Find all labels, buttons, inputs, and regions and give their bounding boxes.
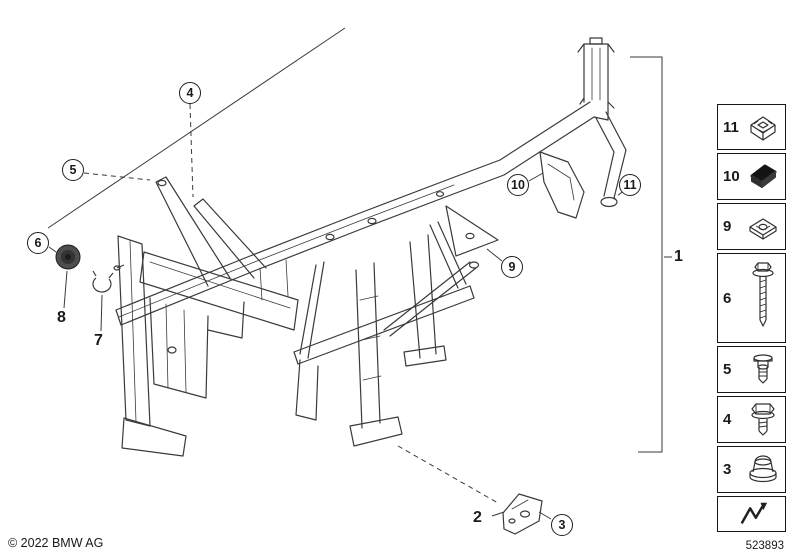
callout-6[interactable]: 6: [27, 232, 49, 254]
diagram-number: 523893: [745, 540, 784, 552]
legend-number: 10: [723, 168, 740, 185]
legend-number: 5: [723, 361, 732, 378]
legend-item-9[interactable]: 9: [717, 203, 786, 250]
legend-number: 3: [723, 461, 732, 478]
cage-nut-icon: [743, 107, 783, 147]
flange-screw-icon: [743, 258, 783, 338]
legend-number: 11: [723, 118, 739, 136]
legend-number: 9: [723, 218, 732, 235]
legend-item-5[interactable]: 5: [717, 346, 786, 393]
callout-3[interactable]: 3: [551, 514, 573, 536]
legend-item-cross-reference[interactable]: [717, 496, 786, 532]
leader-lines: [48, 56, 672, 520]
callout-4[interactable]: 4: [179, 82, 201, 104]
grommet-nut-icon: [743, 450, 783, 490]
legend-item-10[interactable]: 10: [717, 153, 786, 200]
legend-number: 6: [723, 289, 732, 307]
copyright-notice: © 2022 BMW AG: [8, 536, 104, 550]
callout-9[interactable]: 9: [501, 256, 523, 278]
carrier-assembly: [115, 37, 627, 535]
callout-1[interactable]: 1: [674, 248, 683, 265]
reference-line: [47, 27, 346, 229]
callout-7[interactable]: 7: [94, 332, 103, 349]
callout-11[interactable]: 11: [619, 174, 641, 196]
legend-item-4[interactable]: 4: [717, 396, 786, 443]
dashed-leader-lines: [83, 103, 623, 504]
cross-reference-arrow-icon: [723, 498, 783, 530]
foam-pad-icon: [743, 157, 783, 197]
callout-5[interactable]: 5: [62, 159, 84, 181]
callout-10[interactable]: 10: [507, 174, 529, 196]
legend-number: 4: [723, 411, 732, 428]
expansion-rivet-icon: [743, 350, 783, 390]
clip-nut-icon: [743, 207, 783, 247]
legend-item-6[interactable]: 6: [717, 253, 786, 343]
legend-item-3[interactable]: 3: [717, 446, 786, 493]
clamp-part: [92, 264, 125, 293]
hex-flange-screw-icon: [743, 399, 783, 441]
callout-8[interactable]: 8: [57, 309, 66, 326]
fastener-legend: 11 10 9: [717, 104, 786, 535]
legend-item-11[interactable]: 11: [717, 104, 786, 150]
grommet-part: [55, 244, 81, 270]
callout-2[interactable]: 2: [473, 509, 482, 526]
